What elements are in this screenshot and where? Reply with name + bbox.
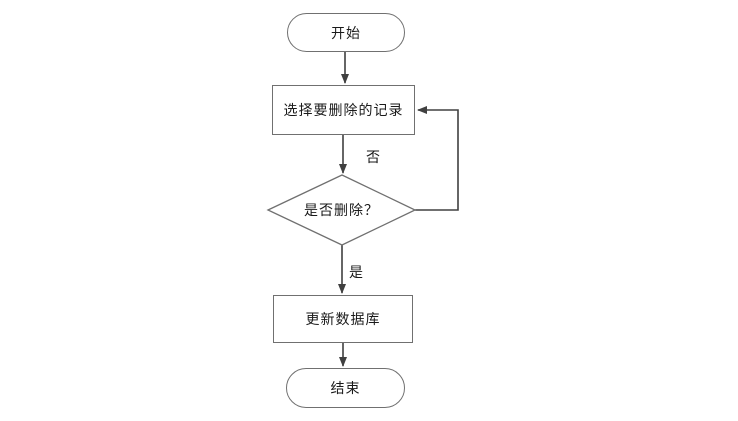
decision-diamond-shape (266, 174, 417, 246)
edge-label-no: 否 (366, 149, 380, 165)
start-node: 开始 (287, 13, 405, 52)
decision-node-label: 是否删除？ (304, 202, 379, 218)
process-select-record-node: 选择要删除的记录 (272, 85, 415, 135)
edge-decision-no-loop (415, 106, 459, 211)
process-update-db-node: 更新数据库 (273, 295, 413, 343)
edge-label-yes: 是 (349, 264, 363, 280)
end-node: 结束 (286, 368, 405, 408)
